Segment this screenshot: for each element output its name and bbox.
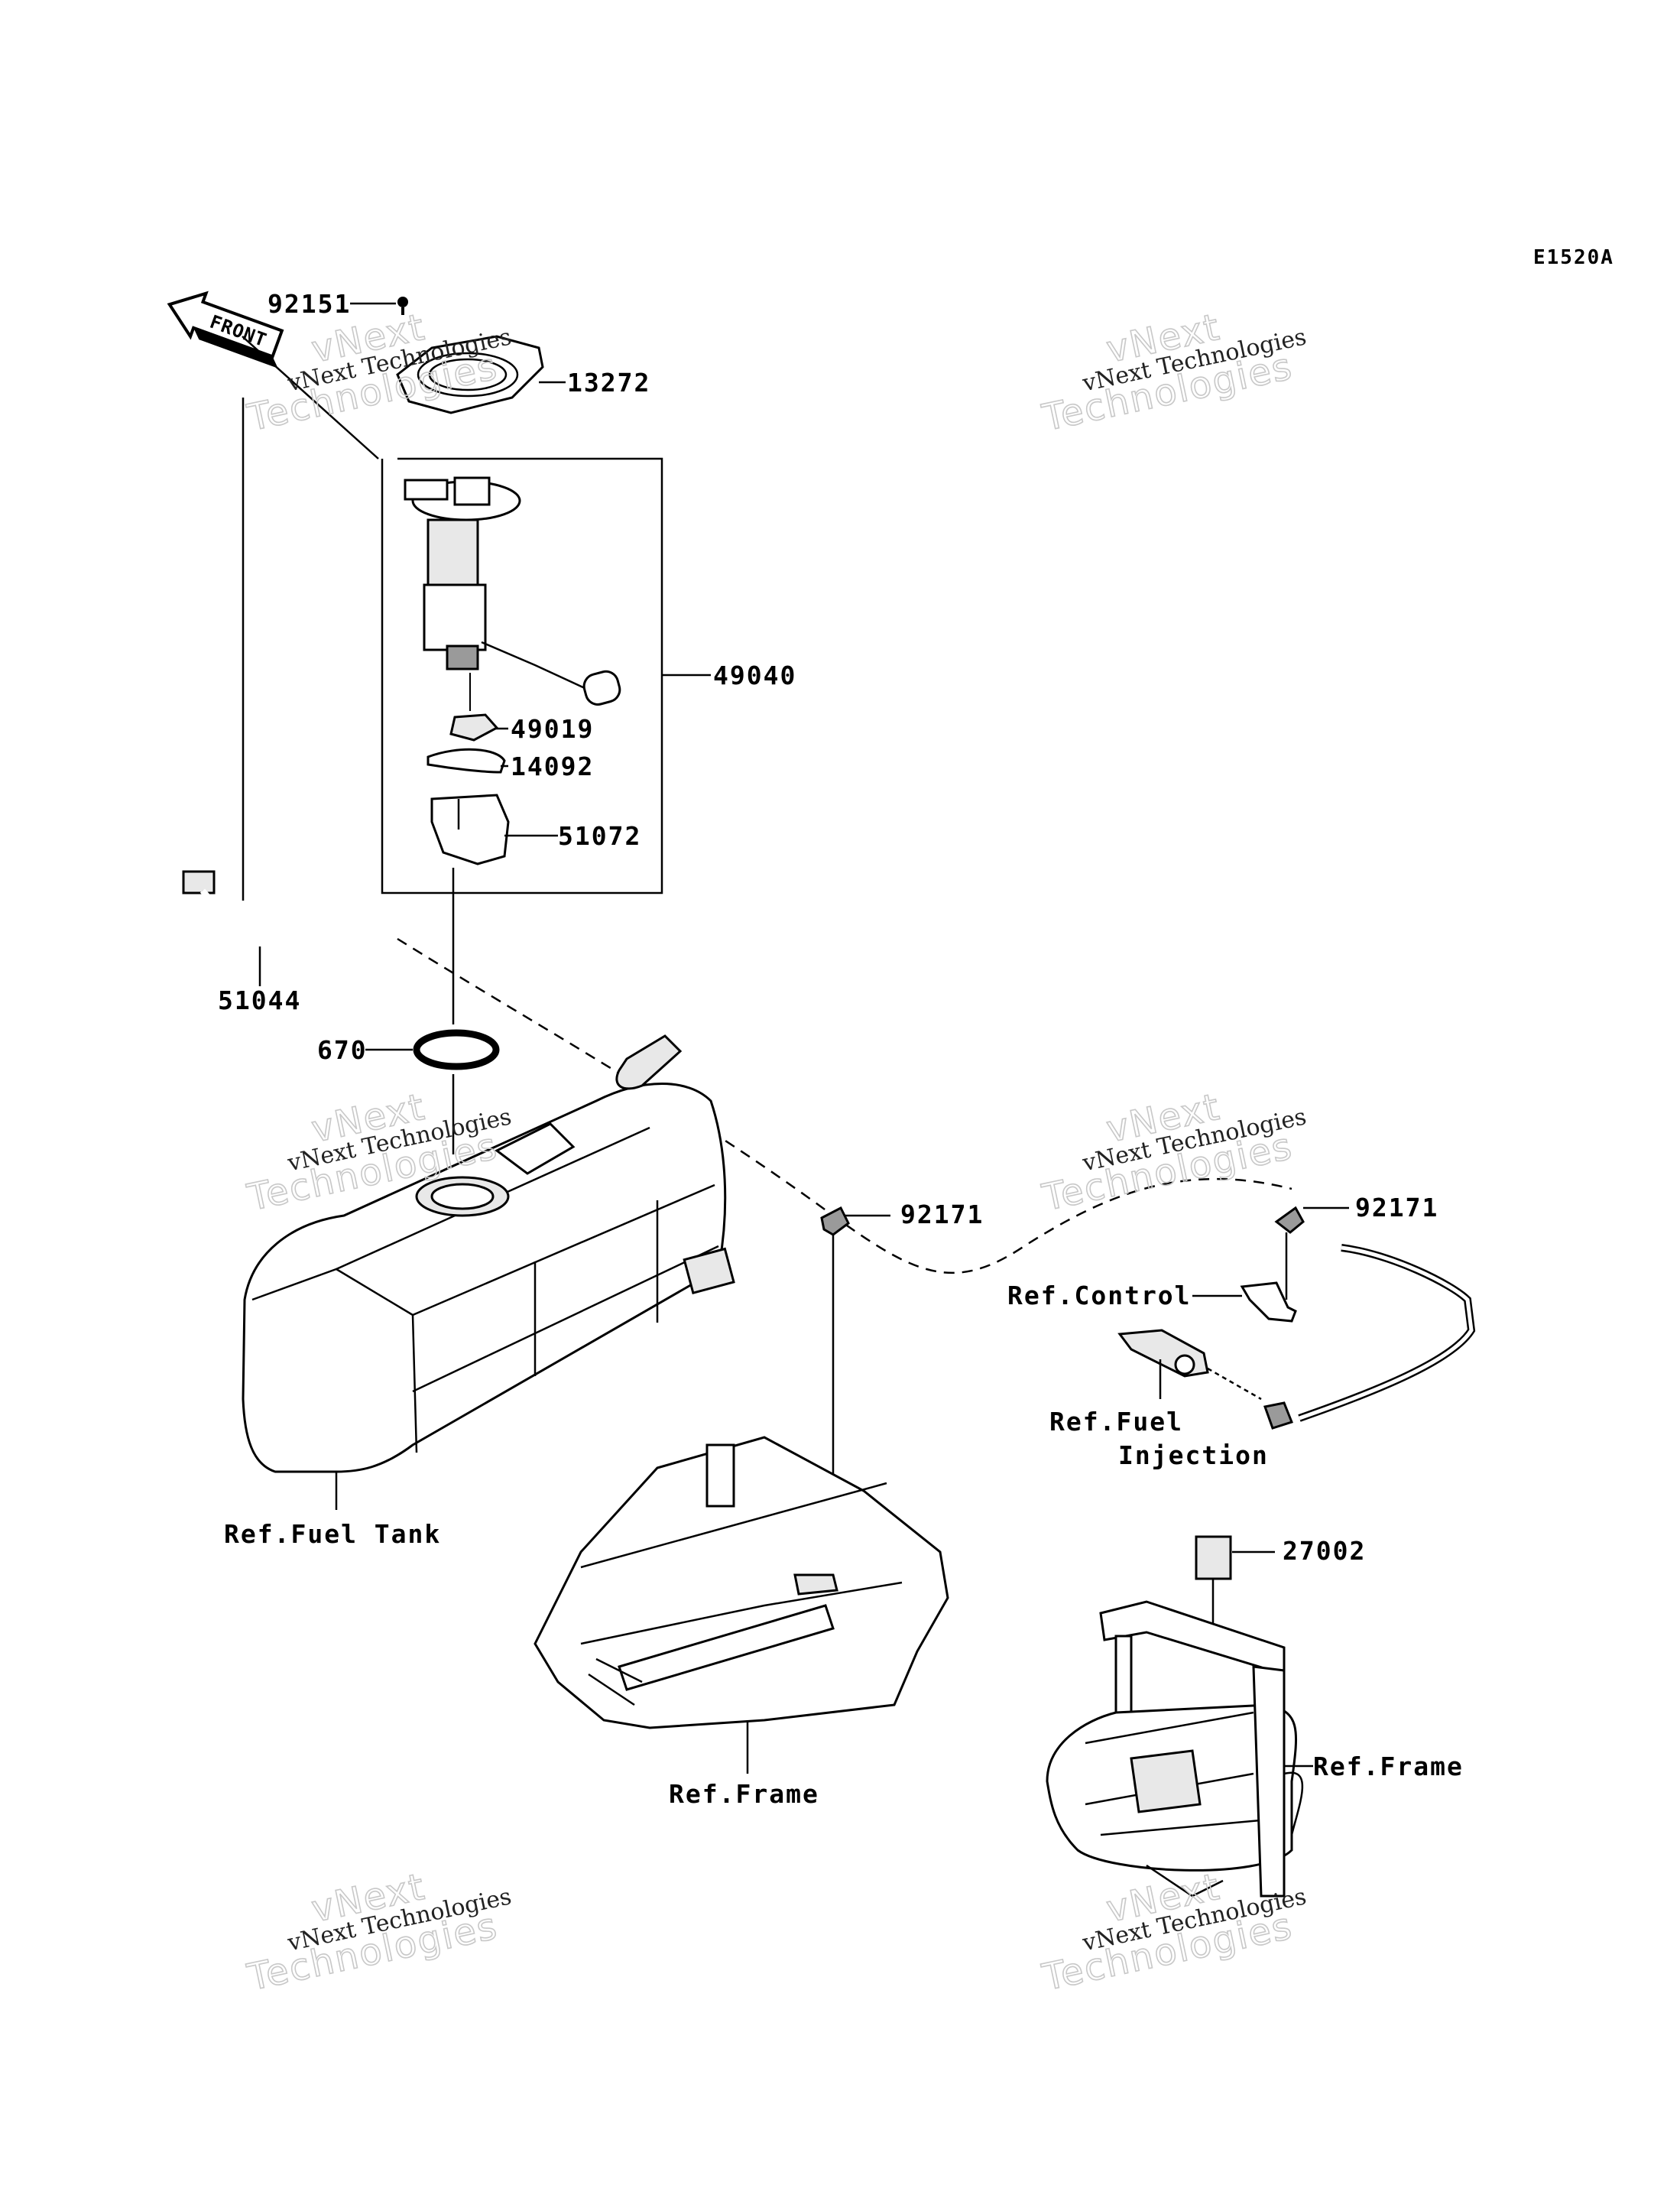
part-51072-cup: [430, 794, 510, 865]
part-51044-hose: [182, 870, 398, 940]
frame-right: [1046, 1600, 1304, 1898]
part-92151-screw: [397, 297, 408, 315]
label-ref-fuel-injection-2: Injection: [1118, 1440, 1269, 1470]
part-49040-fuel-pump: [404, 476, 621, 706]
part-92171-clip-right: [1274, 1206, 1305, 1234]
label-27002: 27002: [1283, 1536, 1366, 1566]
label-92171-left: 92171: [900, 1200, 984, 1229]
label-ref-fuel-injection-1: Ref.Fuel: [1049, 1407, 1183, 1437]
watermark-2: vNext vNext Technologies Technologies: [1038, 305, 1309, 440]
watermark-5: vNext vNext Technologies Technologies: [243, 1865, 514, 2000]
part-14092-cover: [426, 748, 506, 774]
label-13272: 13272: [567, 368, 650, 398]
part-670-ring: [413, 1029, 500, 1070]
watermark-4: vNext vNext Technologies Technologies: [1038, 1085, 1309, 1220]
label-14092: 14092: [511, 752, 594, 781]
label-51072: 51072: [558, 821, 641, 851]
part-92171-clip-left: [820, 1206, 850, 1236]
part-13272-plate: [396, 335, 544, 414]
label-ref-frame-center: Ref.Frame: [669, 1779, 819, 1809]
label-51044: 51044: [218, 985, 301, 1015]
label-ref-fuel-tank: Ref.Fuel Tank: [224, 1519, 441, 1549]
diagram-code: E1520A: [1533, 246, 1614, 269]
label-92171-right: 92171: [1355, 1193, 1438, 1222]
label-92151: 92151: [268, 289, 351, 319]
label-49040: 49040: [713, 661, 796, 690]
label-ref-frame-right: Ref.Frame: [1313, 1752, 1464, 1781]
part-27002-relay: [1195, 1535, 1232, 1644]
label-ref-control: Ref.Control: [1007, 1281, 1192, 1310]
control-bracket: [1240, 1281, 1297, 1323]
fuel-injection-rail: [1117, 1329, 1293, 1430]
label-670: 670: [317, 1035, 368, 1065]
frame-center: [534, 1436, 949, 1729]
fuel-tank: [242, 1034, 735, 1473]
part-49019-filter: [449, 713, 499, 742]
label-49019: 49019: [511, 714, 594, 744]
